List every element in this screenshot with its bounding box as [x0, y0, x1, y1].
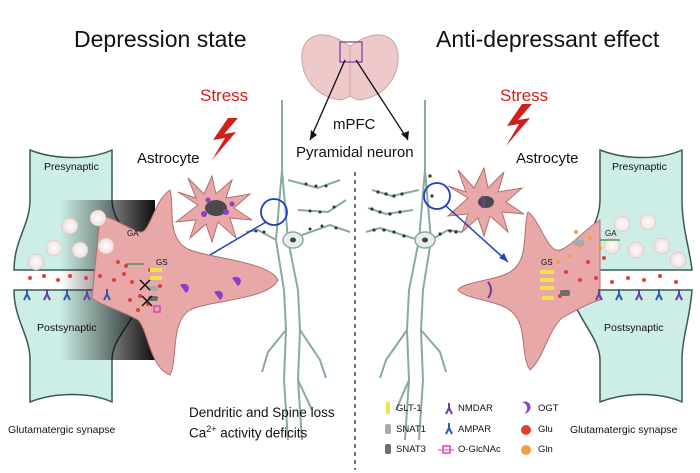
neuron-soma-right [414, 231, 436, 249]
presynaptic-label-right: Presynaptic [612, 161, 667, 173]
postsynaptic-label-left: Postsynaptic [37, 322, 97, 334]
vesicles-right [603, 213, 687, 269]
magnifier-left [260, 198, 288, 226]
gs-label-right: GS [541, 258, 553, 267]
astrocyte-right [446, 166, 525, 238]
mpfc-label: mPFC [333, 116, 376, 133]
receptors-left [23, 289, 111, 301]
glutamate-dots-right [558, 256, 678, 298]
legend-label-glt1: GLT-1 [396, 403, 422, 414]
title-right: Anti-depressant effect [436, 26, 660, 52]
legend-label-ogt: OGT [538, 403, 559, 414]
synapse-left [13, 148, 279, 404]
synapse-caption-right: Glutamatergic synapse [570, 424, 678, 436]
neuron-soma-left [282, 231, 304, 249]
deficit-line-1: Dendritic and Spine loss [189, 405, 335, 420]
dark-cylinder-icon [385, 444, 391, 454]
legend-label-snat3: SNAT3 [396, 444, 426, 455]
stress-label-right: Stress [500, 86, 549, 105]
stress-label-left: Stress [200, 86, 249, 105]
legend-label-glu: Glu [538, 424, 553, 435]
ga-label-left: GA [127, 229, 139, 238]
blue-y-receptor-icon [445, 423, 453, 435]
stress-bolt-left-icon [212, 118, 238, 160]
synapse-right [457, 148, 693, 404]
brain-slice-icon [301, 34, 399, 101]
purple-crescent-icon [522, 401, 531, 414]
spines-right [370, 174, 458, 238]
presynaptic-label-left: Presynaptic [44, 161, 99, 173]
pyramidal-neuron-label: Pyramidal neuron [296, 144, 414, 161]
brain-arrows [309, 59, 409, 141]
astrocyte-label-left: Astrocyte [137, 150, 200, 167]
legend [385, 401, 531, 455]
legend-label-ampar: AMPAR [458, 424, 492, 435]
pyramidal-neuron-right [365, 100, 463, 441]
title-left: Depression state [74, 26, 247, 52]
gray-cylinder-icon [385, 424, 391, 434]
transporters-right [487, 239, 620, 300]
zoom-arrow-right [445, 205, 509, 263]
postsynaptic-label-right: Postsynaptic [604, 322, 664, 334]
glutamate-dots-left [28, 260, 162, 312]
spines-left [254, 182, 338, 234]
magnifier-right [423, 182, 451, 210]
astrocyte-left [174, 174, 253, 244]
legend-label-gln: Gln [538, 444, 553, 455]
gs-label-left: GS [156, 258, 168, 267]
legend-label-nmdar: NMDAR [458, 403, 493, 414]
purple-y-receptor-icon [445, 403, 453, 415]
legend-label-oglcnac: O-GlcNAc [458, 444, 501, 455]
yellow-bar-icon [386, 402, 390, 414]
pink-square-icon [438, 445, 454, 454]
astrocyte-label-right: Astrocyte [516, 150, 579, 167]
red-dot-icon [521, 425, 531, 435]
synapse-caption-left: Glutamatergic synapse [8, 424, 116, 436]
stress-bolt-right-icon [506, 104, 532, 146]
vesicles-left [27, 209, 115, 271]
transporters-left [126, 263, 241, 313]
legend-label-snat1: SNAT1 [396, 424, 426, 435]
ga-label-right: GA [605, 229, 617, 238]
receptors-right [595, 289, 683, 301]
deficit-line-2: Ca2+ activity deficits [189, 424, 308, 441]
orange-dot-icon [521, 445, 531, 455]
